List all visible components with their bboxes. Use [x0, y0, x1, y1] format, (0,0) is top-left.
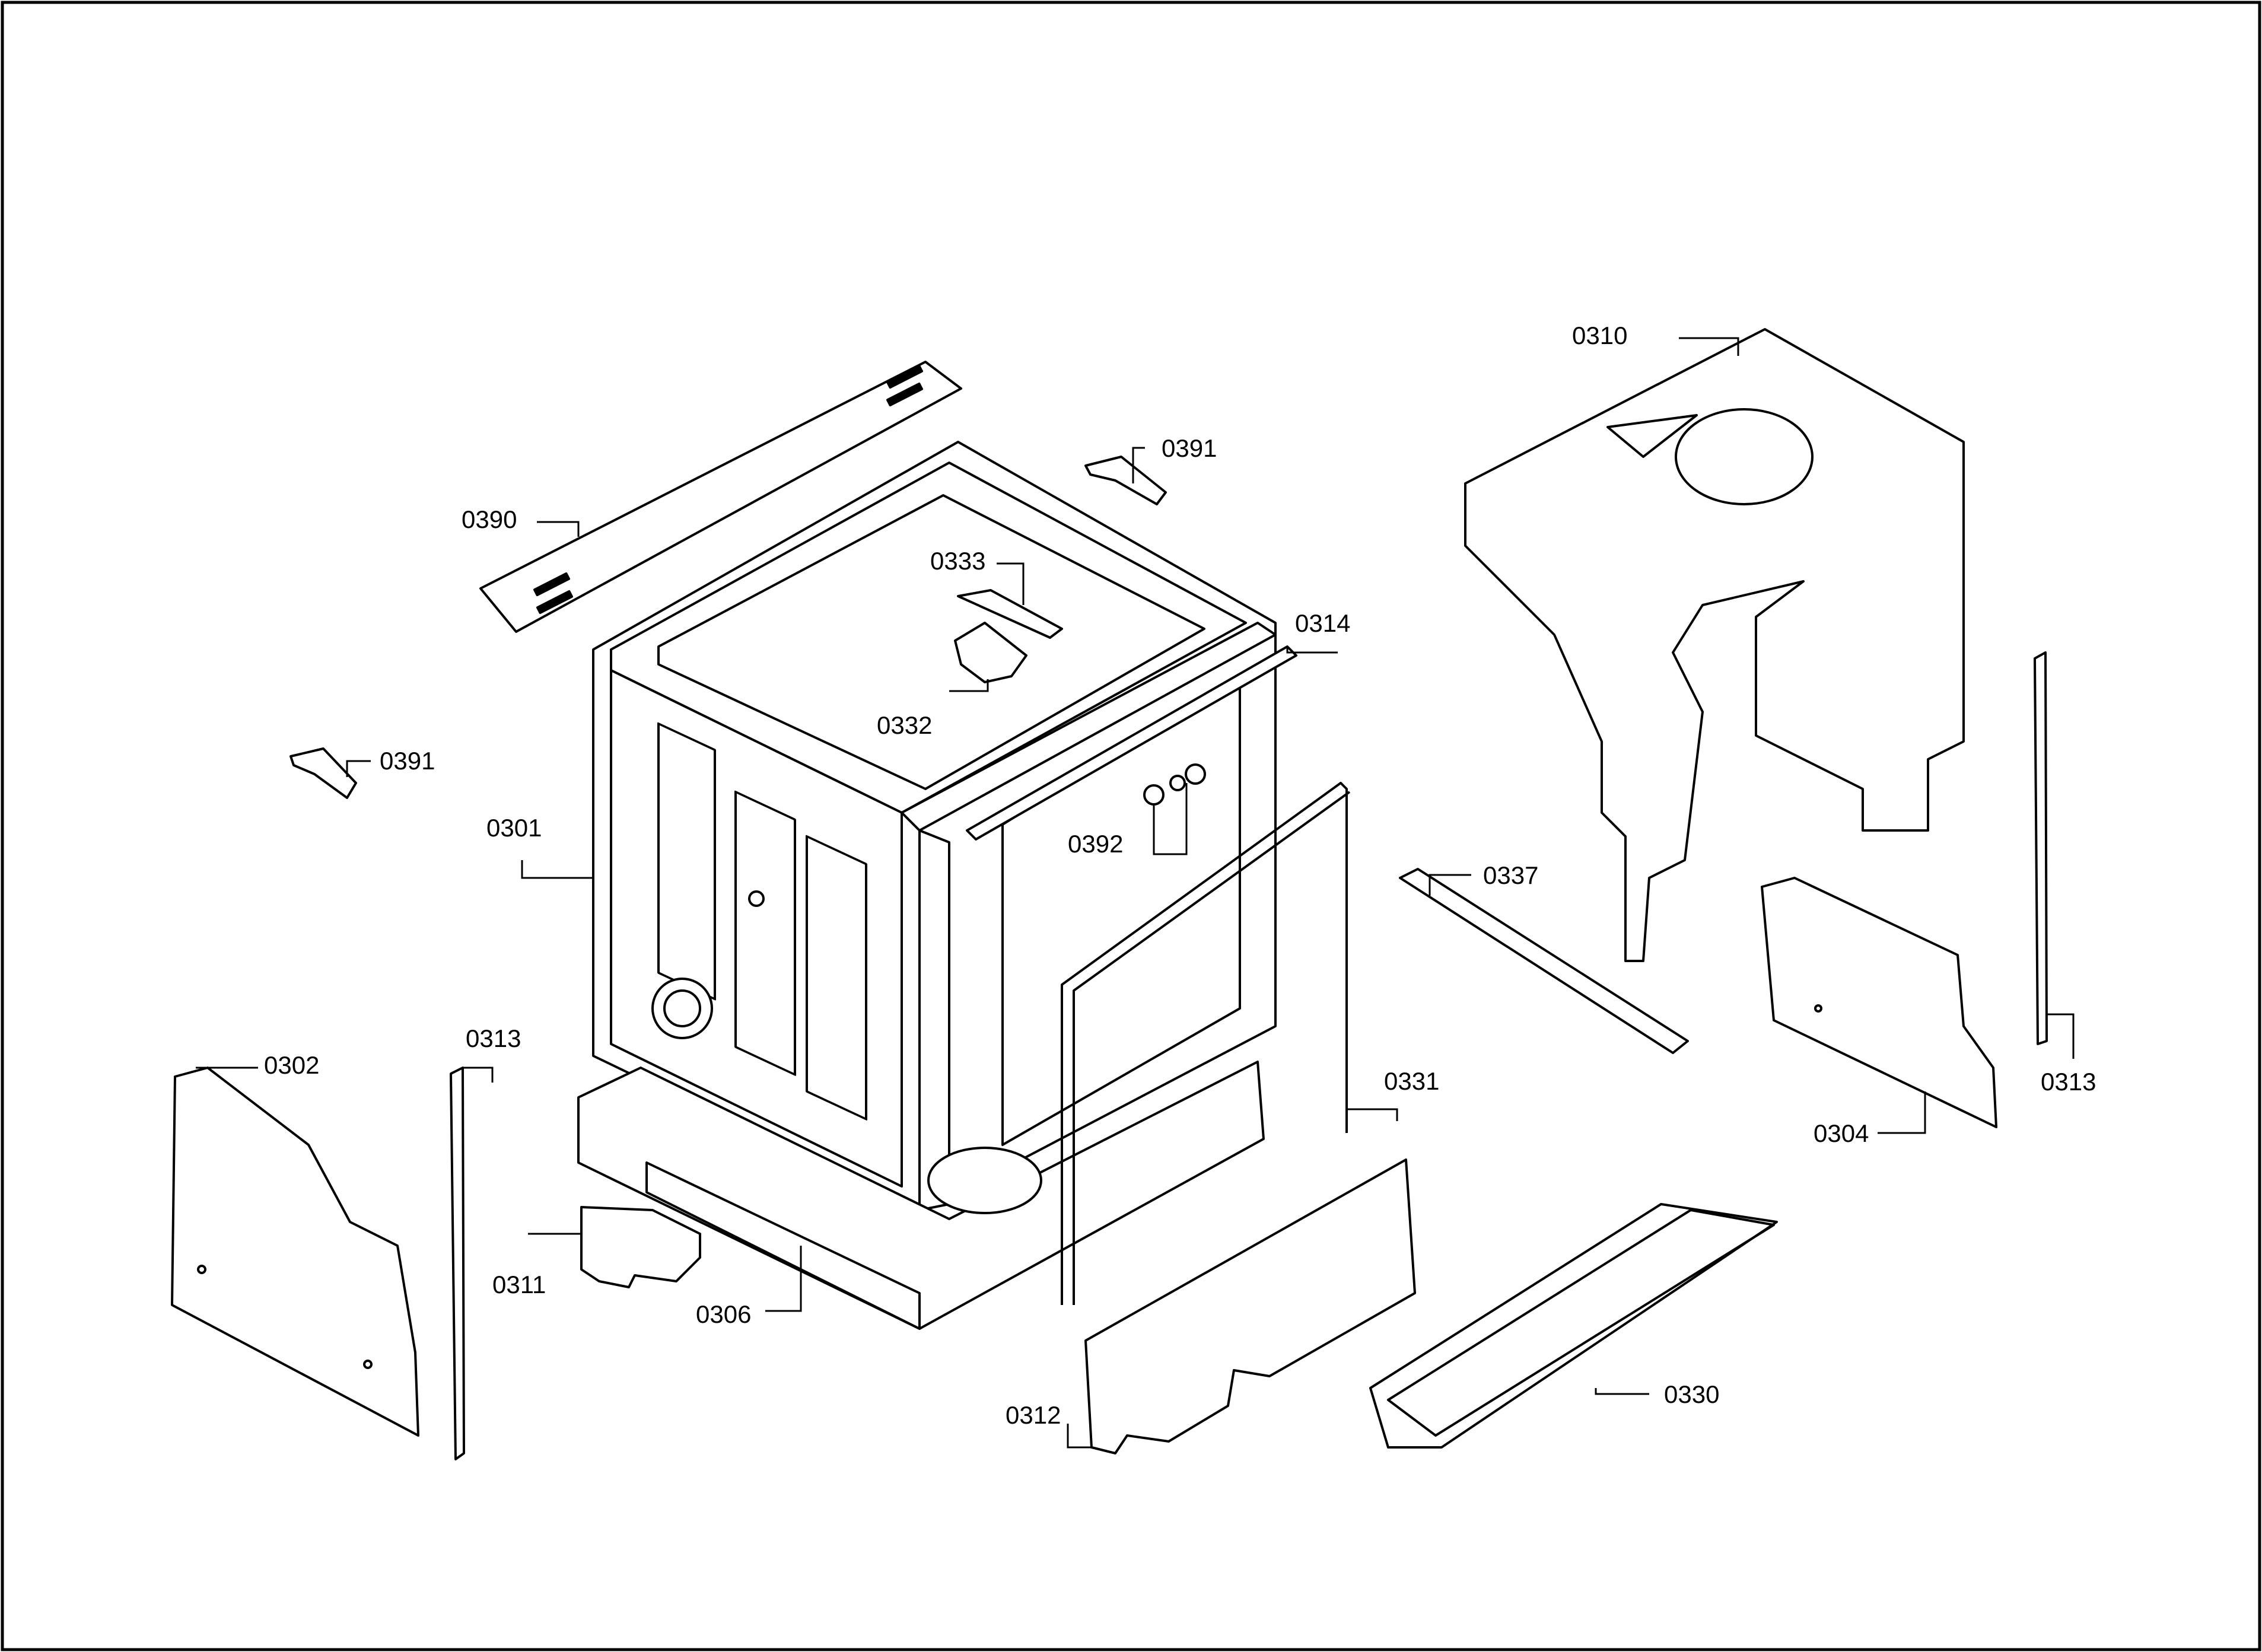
- label-0391a: 0391: [1162, 434, 1217, 462]
- part-0390-top-strip: [479, 361, 962, 633]
- label-0311: 0311: [492, 1271, 546, 1298]
- label-0306: 0306: [696, 1300, 751, 1328]
- label-0330: 0330: [1664, 1380, 1719, 1408]
- leader-0332: [949, 679, 989, 692]
- leader-0313a: [463, 1067, 494, 1083]
- label-0301: 0301: [486, 814, 542, 842]
- leader-0306: [765, 1246, 802, 1312]
- label-0331: 0331: [1384, 1067, 1439, 1095]
- label-0313b: 0313: [2041, 1068, 2096, 1096]
- part-0331-frame-bar: [1061, 782, 1351, 1305]
- part-0312-block: [1084, 1158, 1416, 1454]
- leader-0313b: [2047, 1013, 2075, 1059]
- part-0313-left-strip: [450, 1067, 465, 1460]
- part-0337-rod: [1399, 868, 1689, 1054]
- part-0302-left-panel: [171, 1067, 419, 1437]
- leader-0392: [1153, 783, 1188, 855]
- part-0391-bracket-left: [289, 747, 357, 799]
- leader-0390: [537, 521, 580, 537]
- part-0392-fittings: [1143, 763, 1206, 806]
- part-0391-bracket-upper: [1084, 456, 1167, 505]
- part-0301-tub: [592, 441, 1277, 1214]
- label-0310: 0310: [1572, 322, 1627, 349]
- label-0391b: 0391: [380, 747, 435, 775]
- label-0304: 0304: [1814, 1119, 1869, 1147]
- leader-0331: [1347, 1108, 1398, 1121]
- leader-0337: [1429, 874, 1471, 896]
- part-0306-base: [577, 1061, 1265, 1330]
- part-0330-channel: [1369, 1203, 1778, 1449]
- part-0313-right-strip: [2034, 651, 2048, 1045]
- part-0333-hinge: [957, 589, 1063, 639]
- label-0313a: 0313: [466, 1024, 521, 1052]
- label-0333: 0333: [930, 547, 985, 575]
- leader-0391b: [346, 760, 371, 777]
- part-0314-bar: [966, 645, 1297, 841]
- leader-0301: [521, 860, 593, 879]
- part-0311-block: [580, 1206, 701, 1288]
- leader-0330: [1595, 1388, 1649, 1395]
- label-0314: 0314: [1295, 609, 1350, 637]
- leader-0304: [1878, 1091, 1926, 1134]
- leader-0312: [1067, 1424, 1092, 1449]
- part-0304-right-panel: [1761, 877, 1997, 1128]
- label-0302: 0302: [264, 1051, 319, 1079]
- label-0392: 0392: [1068, 830, 1123, 858]
- label-0332: 0332: [877, 711, 932, 739]
- leader-0391a: [1132, 447, 1145, 483]
- leader-0333: [997, 562, 1025, 605]
- part-0332-hinge: [954, 622, 1027, 683]
- leader-0314: [1286, 647, 1338, 654]
- part-0310-insulation: [1464, 328, 1965, 962]
- label-0312: 0312: [1006, 1401, 1061, 1429]
- label-0337: 0337: [1483, 861, 1538, 889]
- label-0390: 0390: [462, 505, 517, 533]
- leader-0310: [1679, 337, 1739, 356]
